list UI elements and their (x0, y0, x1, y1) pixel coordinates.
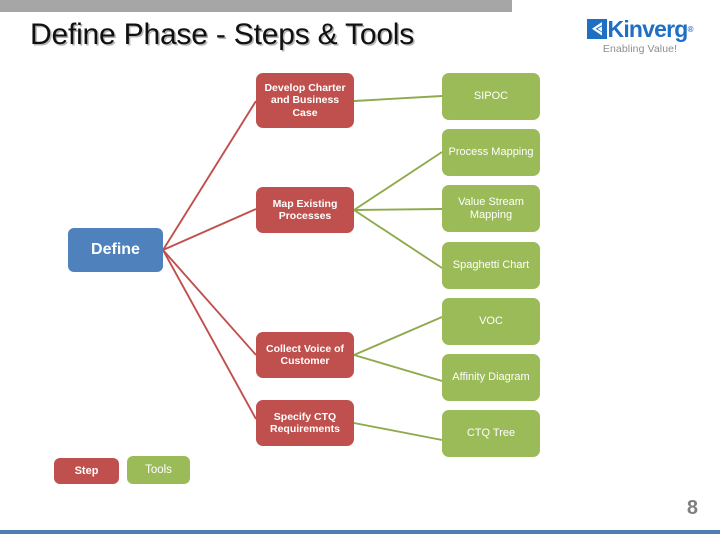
kinverg-logo: Kinverg ® Enabling Value! (573, 16, 707, 60)
registered-trademark-icon: ® (687, 24, 694, 34)
node-tool-voc[interactable]: VOC (442, 298, 540, 345)
kinverg-mark-icon (586, 19, 607, 39)
node-label: Define (91, 240, 140, 258)
legend-label: Step (74, 465, 99, 477)
node-tool-affinity-diagram[interactable]: Affinity Diagram (442, 354, 540, 401)
node-tool-ctq-tree[interactable]: CTQ Tree (442, 410, 540, 457)
node-label: Map Existing Processes (272, 197, 338, 222)
node-label: CTQ Tree (466, 427, 516, 440)
node-label: Specify CTQ Requirements (269, 410, 341, 435)
node-step-map-processes[interactable]: Map Existing Processes (256, 187, 354, 233)
page-number: 8 (686, 497, 698, 519)
node-tool-value-stream-mapping[interactable]: Value Stream Mapping (442, 185, 540, 232)
node-step-develop-charter[interactable]: Develop Charter and Business Case (256, 73, 354, 128)
node-step-specify-ctq[interactable]: Specify CTQ Requirements (256, 400, 354, 446)
node-label: VOC (479, 315, 503, 328)
node-tool-process-mapping[interactable]: Process Mapping (442, 129, 540, 176)
node-label: Process Mapping (448, 146, 534, 159)
bottom-accent-rule (0, 530, 720, 534)
node-label: Affinity Diagram (452, 371, 530, 384)
logo-wordmark-row: Kinverg ® (573, 16, 707, 42)
legend-tools-chip: Tools (127, 456, 190, 484)
node-label: Value Stream Mapping (458, 195, 524, 221)
node-label: SIPOC (473, 90, 509, 103)
node-step-collect-voc[interactable]: Collect Voice of Customer (256, 332, 354, 378)
legend-label: Tools (145, 464, 172, 476)
node-define-root[interactable]: Define (68, 228, 163, 272)
page-title: Define Phase - Steps & Tools (30, 18, 415, 51)
node-tool-spaghetti-chart[interactable]: Spaghetti Chart (442, 242, 540, 289)
top-accent-bar (0, 0, 512, 12)
logo-tagline: Enabling Value! (602, 43, 678, 55)
node-label: Spaghetti Chart (452, 259, 530, 272)
node-tool-sipoc[interactable]: SIPOC (442, 73, 540, 120)
node-label: Collect Voice of Customer (266, 342, 344, 367)
node-label: Develop Charter and Business Case (264, 81, 346, 119)
logo-word: Kinverg (607, 15, 689, 42)
legend-step-chip: Step (54, 458, 119, 484)
